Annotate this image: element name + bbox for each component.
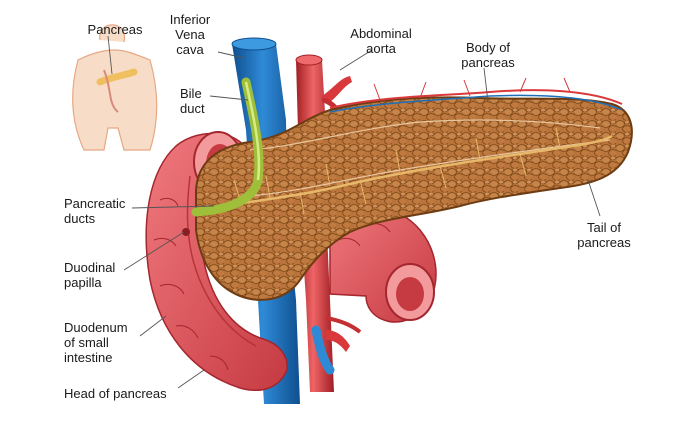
label-pancreatic-ducts: Pancreatic ducts <box>64 196 126 226</box>
label-bile-duct: Bile duct <box>180 86 205 116</box>
main-pancreatic-duct <box>209 134 613 210</box>
label-head-of-pancreas: Head of pancreas <box>64 386 167 401</box>
label-body-of-pancreas: Body of pancreas <box>461 40 515 70</box>
label-inferior-vena-cava: Inferior Vena cava <box>169 12 211 57</box>
body-thumbnail <box>72 24 158 151</box>
jejunum <box>329 202 437 323</box>
mesenteric-vein <box>311 325 335 375</box>
label-tail-of-pancreas: Tail of pancreas <box>577 220 631 250</box>
label-duodenum: Duodenum of small intestine <box>64 320 128 365</box>
duodenal-papilla <box>182 228 190 236</box>
pancreas-organ <box>195 96 633 301</box>
label-abdominal-aorta: Abdominal aorta <box>350 26 412 56</box>
label-pancreas: Pancreas <box>87 22 143 37</box>
leader-lines <box>107 35 601 389</box>
label-duodinal-papilla: Duodinal papilla <box>64 260 116 290</box>
splenic-vessels <box>329 77 623 113</box>
